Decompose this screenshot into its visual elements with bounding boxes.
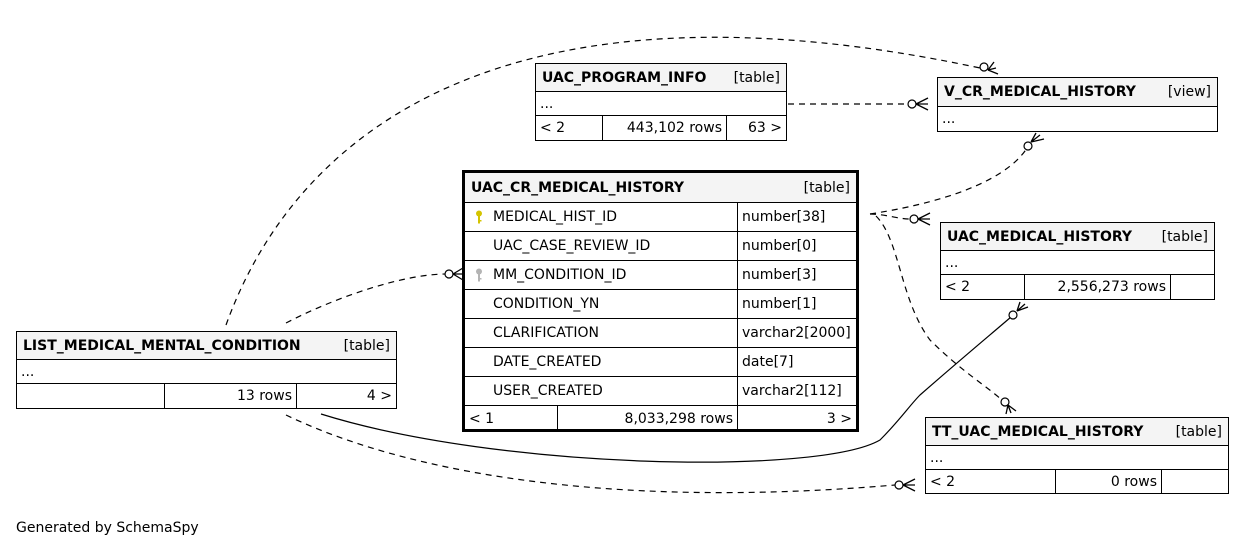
view-v-cr-medical-history[interactable]: V_CR_MEDICAL_HISTORY [view] ... [937,77,1218,132]
row-count: 0 rows [1056,470,1162,493]
parents-count [17,384,165,408]
column-name: MEDICAL_HIST_ID [493,209,617,225]
column-name: DATE_CREATED [493,354,602,370]
crows-foot [915,97,929,111]
table-header: V_CR_MEDICAL_HISTORY [view] [938,78,1217,107]
column-name: CONDITION_YN [493,296,600,312]
parents-count: < 2 [941,275,1025,299]
column-type: number[1] [742,296,817,312]
column-name: USER_CREATED [493,383,603,399]
table-tt-uac-medical-history[interactable]: TT_UAC_MEDICAL_HISTORY [table] ... < 2 0… [925,417,1229,494]
edge-uac-cr-to-uac-medical-history [869,213,911,220]
column-name: UAC_CASE_REVIEW_ID [493,238,651,254]
children-count: 3 > [826,410,852,427]
edge-list-to-uac-medical-history [320,316,1012,463]
table-header: UAC_CR_MEDICAL_HISTORY [table] [465,173,856,203]
table-name: UAC_MEDICAL_HISTORY [947,228,1133,245]
column-row[interactable]: MM_CONDITION_ID number[3] [465,261,856,290]
edge-end-circle [894,480,904,490]
column-type: number[0] [742,238,817,254]
parents-count: < 2 [536,116,603,140]
crows-foot [1030,132,1045,143]
column-type: varchar2[112] [742,383,842,399]
column-row[interactable]: USER_CREATED varchar2[112] [465,377,856,406]
crows-foot [917,212,931,226]
table-uac-cr-medical-history[interactable]: UAC_CR_MEDICAL_HISTORY [table] MEDICAL_H… [462,170,859,432]
column-row[interactable]: UAC_CASE_REVIEW_ID number[0] [465,232,856,261]
table-header: UAC_MEDICAL_HISTORY [table] [941,223,1214,251]
parents-count: < 2 [926,470,1056,493]
table-body-ellipsis: ... [21,363,35,380]
table-kind: [view] [1167,84,1211,100]
generated-by-label: Generated by SchemaSpy [16,520,199,536]
table-name: LIST_MEDICAL_MENTAL_CONDITION [23,337,301,354]
table-name: TT_UAC_MEDICAL_HISTORY [932,423,1144,440]
table-kind: [table] [803,179,850,196]
table-name: V_CR_MEDICAL_HISTORY [944,84,1136,100]
crows-foot [987,61,999,75]
column-type: number[3] [742,267,817,283]
table-kind: [table] [343,337,390,354]
column-row[interactable]: MEDICAL_HIST_ID number[38] [465,203,856,232]
table-body-ellipsis: ... [945,254,959,271]
row-count: 8,033,298 rows [558,406,738,431]
table-list-medical-mental-condition[interactable]: LIST_MEDICAL_MENTAL_CONDITION [table] ..… [16,331,397,409]
crows-foot [452,267,464,281]
column-row[interactable]: CONDITION_YN number[1] [465,290,856,319]
column-type: varchar2[2000] [742,325,851,341]
table-header: UAC_PROGRAM_INFO [table] [536,64,786,92]
crows-foot [902,478,916,492]
row-count: 443,102 rows [603,116,727,140]
parents-count: < 1 [465,406,558,431]
foreign-key-icon [471,268,487,282]
table-name: UAC_CR_MEDICAL_HISTORY [471,179,685,196]
children-count [1162,470,1228,493]
edge-end-circle [1023,141,1033,151]
edge-end-circle [444,269,454,279]
table-header: LIST_MEDICAL_MENTAL_CONDITION [table] [17,332,396,360]
edge-end-circle [1008,310,1018,320]
column-type: number[38] [742,209,826,225]
table-kind: [table] [1175,423,1222,440]
column-row[interactable]: CLARIFICATION varchar2[2000] [465,319,856,348]
edge-uac-cr-to-v-cr-medical-history [869,147,1028,215]
edge-list-to-uac-cr-medical-history [285,273,448,324]
column-row[interactable]: DATE_CREATED date[7] [465,348,856,377]
crows-foot [1016,301,1029,312]
row-count: 13 rows [165,384,297,408]
edge-uac-cr-to-tt-uac-medical-history [875,215,1003,401]
children-count [1171,275,1214,299]
table-body-ellipsis: ... [942,111,956,127]
table-uac-program-info[interactable]: UAC_PROGRAM_INFO [table] ... < 2 443,102… [535,63,787,141]
table-kind: [table] [733,69,780,86]
column-name: CLARIFICATION [493,325,599,341]
column-name: MM_CONDITION_ID [493,267,627,283]
row-count: 2,556,273 rows [1025,275,1171,299]
children-count: 4 > [366,388,392,404]
table-body-ellipsis: ... [540,95,554,112]
table-uac-medical-history[interactable]: UAC_MEDICAL_HISTORY [table] ... < 2 2,55… [940,222,1215,300]
edge-list-to-tt-uac-medical-history [285,414,896,494]
table-name: UAC_PROGRAM_INFO [542,69,707,86]
table-body-ellipsis: ... [930,449,944,466]
edge-end-circle [907,99,917,109]
edge-list-to-v-cr-medical-history [225,36,981,326]
primary-key-icon [471,210,487,224]
children-count: 63 > [748,120,782,136]
edge-end-circle [1000,397,1010,407]
column-type: date[7] [742,354,794,370]
table-header: TT_UAC_MEDICAL_HISTORY [table] [926,418,1228,446]
table-kind: [table] [1161,228,1208,245]
crows-foot [1005,404,1017,415]
edge-end-circle [979,62,989,72]
edge-end-circle [909,214,919,224]
